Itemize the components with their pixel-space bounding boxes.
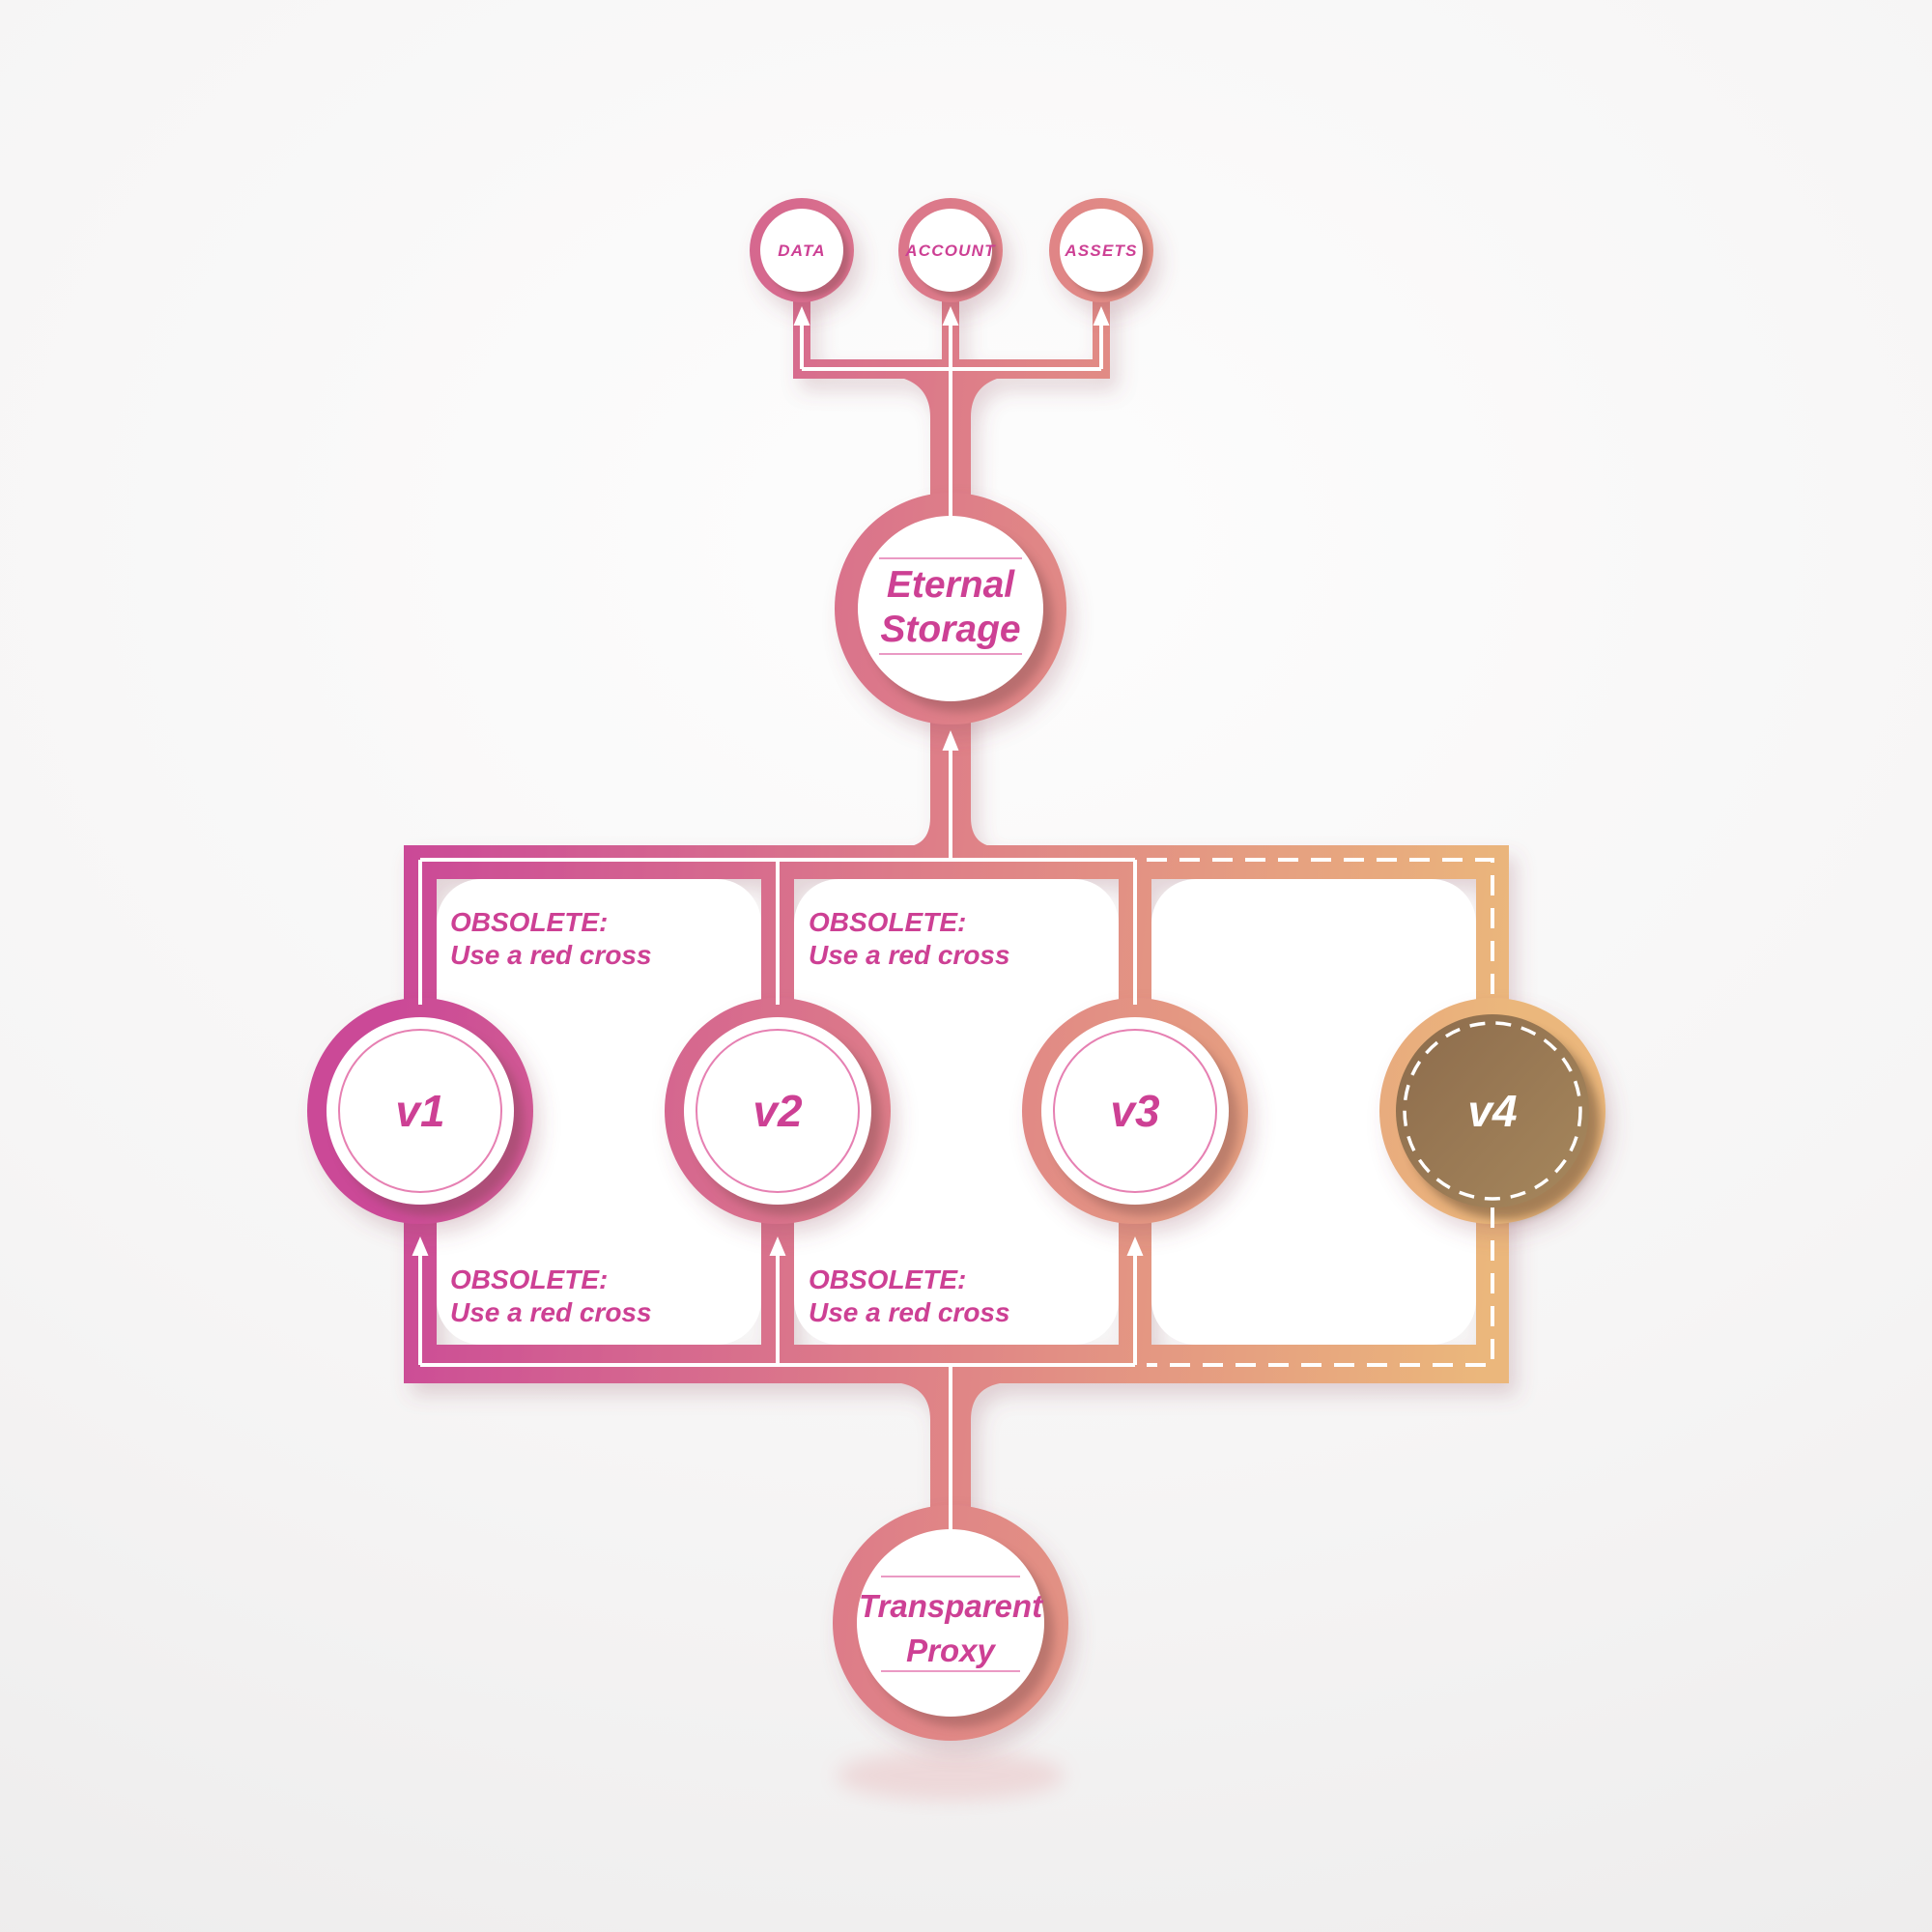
v1-label: v1 — [395, 1086, 444, 1136]
labels: DATA ACCOUNT ASSETS Eternal Storage OBSO… — [395, 242, 1517, 1668]
flow-lines — [412, 306, 1494, 1532]
v1-disc — [327, 1017, 514, 1205]
arrow-into-account — [942, 306, 959, 326]
obsolete-note-bottom-v2-line2: Use a red cross — [809, 1297, 1010, 1327]
arrow-into-v1 — [412, 1236, 429, 1256]
v4-disc — [1396, 1014, 1589, 1208]
data-disc — [760, 209, 843, 292]
transparent-proxy-label-line1: Transparent — [859, 1588, 1044, 1624]
obsolete-note-top-v1-line2: Use a red cross — [450, 940, 652, 970]
flow-v4-bottom-dashed — [1147, 1208, 1494, 1367]
v2-disc — [684, 1017, 871, 1205]
assets-label: ASSETS — [1064, 242, 1137, 260]
v4-dashed-outline — [1403, 1021, 1582, 1201]
panel-v2-v3 — [794, 879, 1119, 1345]
obsolete-note-top-v2-line1: OBSOLETE: — [809, 907, 966, 937]
versions-top-bus — [404, 845, 1509, 879]
eternal-storage-label-line2: Storage — [880, 609, 1020, 650]
panel-v3-v4 — [1151, 879, 1476, 1345]
node-details — [338, 557, 1582, 1672]
v1-inner-circle — [338, 1029, 502, 1193]
arrow-into-data — [793, 306, 810, 326]
proxy-reflection — [837, 1750, 1065, 1801]
arrow-into-eternal — [942, 730, 959, 751]
account-disc — [909, 209, 992, 292]
data-label: DATA — [778, 242, 826, 260]
assets-disc — [1060, 209, 1143, 292]
obsolete-note-bottom-v1-line2: Use a red cross — [450, 1297, 652, 1327]
v2-label: v2 — [753, 1086, 803, 1136]
account-label: ACCOUNT — [904, 242, 996, 260]
panel-v1-v2 — [437, 879, 761, 1345]
v4-label: v4 — [1467, 1086, 1517, 1136]
flow-v4-top-dashed — [1147, 858, 1494, 1007]
arrow-into-assets — [1093, 306, 1110, 326]
obsolete-note-bottom-v1-line1: OBSOLETE: — [450, 1264, 608, 1294]
v2-inner-circle — [696, 1029, 860, 1193]
obsolete-note-top-v1-line1: OBSOLETE: — [450, 907, 608, 937]
v3-label: v3 — [1110, 1086, 1160, 1136]
eternal-storage-label-line1: Eternal — [887, 564, 1015, 606]
v3-disc — [1041, 1017, 1229, 1205]
obsolete-note-bottom-v2-line1: OBSOLETE: — [809, 1264, 966, 1294]
arrow-into-v2 — [769, 1236, 786, 1256]
transparent-proxy-label-line2: Proxy — [906, 1633, 996, 1668]
obsolete-note-top-v2-line2: Use a red cross — [809, 940, 1010, 970]
arrow-into-v3 — [1126, 1236, 1144, 1256]
v3-inner-circle — [1053, 1029, 1217, 1193]
